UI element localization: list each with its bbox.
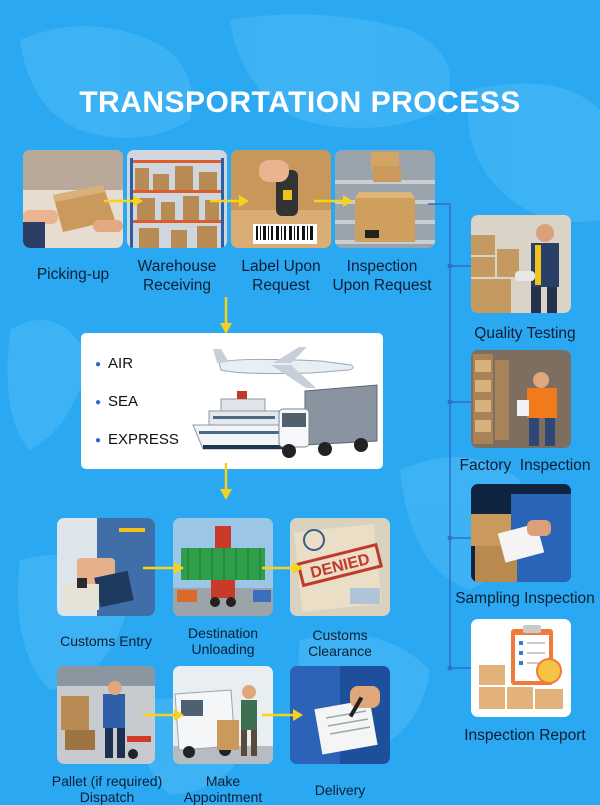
warehouse-photo: [127, 150, 227, 248]
customs-entry-label: Customs Entry: [60, 633, 152, 649]
customs-clearance-photo: DENIED: [290, 518, 390, 616]
picking-up-photo: [23, 150, 123, 248]
arrow-right-icon: [210, 195, 249, 207]
sampling-inspection-label: Sampling Inspection: [455, 590, 595, 607]
airplane-icon: [213, 347, 354, 388]
inspection-report-photo: [471, 619, 571, 717]
customs-entry-photo: [57, 518, 155, 616]
side-connector: [428, 203, 472, 671]
delivery-label: Delivery: [314, 782, 366, 798]
truck-icon: [278, 384, 378, 458]
pallet-dispatch-label: Pallet (if required)Dispatch: [51, 773, 163, 805]
delivery-signing-photo: [290, 666, 390, 764]
mode-sea: ●SEA: [95, 393, 139, 410]
arrow-right-icon: [104, 195, 143, 207]
arrow-right-icon: [314, 195, 353, 207]
shipping-modes-panel: ●AIR ●SEA ●EXPRESS: [81, 333, 383, 469]
page-title: TRANSPORTATION PROCESS: [79, 86, 521, 119]
quality-testing-photo: [471, 215, 571, 313]
arrow-right-icon: [262, 709, 303, 721]
arrow-down-icon: [220, 463, 232, 500]
arrow-right-icon: [262, 562, 303, 574]
quality-testing-label: Quality Testing: [474, 325, 576, 342]
inspection-box-photo: [335, 150, 435, 248]
label-scanner-photo: [231, 150, 331, 248]
arrow-right-icon: [143, 562, 184, 574]
inspection-report-label: Inspection Report: [464, 727, 586, 744]
mode-air: ●AIR: [95, 355, 134, 372]
delivery-van-photo: [173, 666, 273, 764]
mode-express: ●EXPRESS: [95, 431, 179, 448]
arrow-down-icon: [220, 297, 232, 334]
picking-up-label: Picking-up: [36, 266, 110, 283]
factory-inspection-photo: [471, 350, 571, 448]
container-unloading-photo: [173, 518, 273, 616]
arrow-right-icon: [143, 709, 184, 721]
factory-inspection-label: Factory Inspection: [459, 457, 591, 474]
sampling-inspection-photo: [471, 484, 571, 582]
pallet-dispatch-photo: [57, 666, 155, 764]
